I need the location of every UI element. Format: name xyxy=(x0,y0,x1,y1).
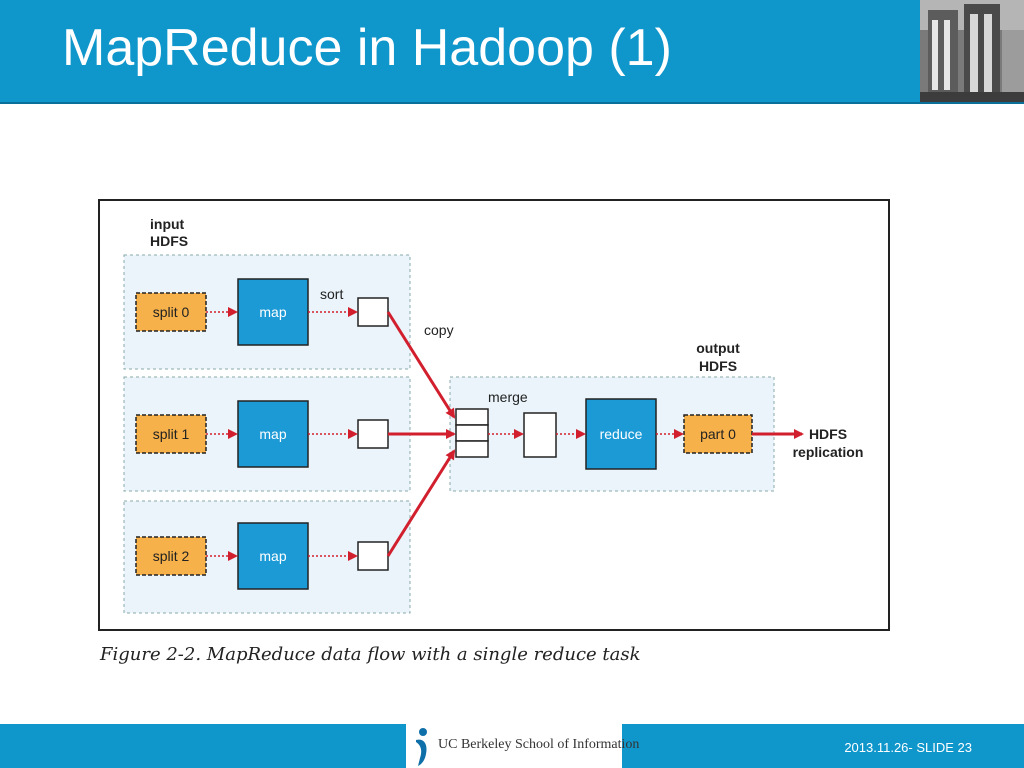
sort-output-box xyxy=(357,297,389,327)
campus-photo xyxy=(920,0,1024,102)
replication-label: replication xyxy=(793,444,864,460)
reduce-label: reduce xyxy=(600,426,643,442)
ischool-logo-icon xyxy=(416,728,427,766)
merge-input-box xyxy=(455,408,489,426)
split-box xyxy=(135,292,207,332)
mapreduce-diagram: input HDFS split 0 map sort split 1 map … xyxy=(123,216,864,614)
map-label: map xyxy=(259,548,286,564)
footer-logo-panel xyxy=(406,724,622,768)
sort-output-box xyxy=(357,419,389,449)
input-label: input xyxy=(150,216,185,232)
map-box xyxy=(237,278,309,346)
title-bar xyxy=(0,0,1024,102)
split-box xyxy=(135,536,207,576)
copy-arrow xyxy=(386,311,456,419)
split-label: split 2 xyxy=(153,548,190,564)
map-label: map xyxy=(259,426,286,442)
merged-box xyxy=(523,412,557,458)
sort-label: sort xyxy=(320,286,343,302)
footer-logo-text: UC Berkeley School of Information xyxy=(438,737,640,752)
merge-label: merge xyxy=(488,389,528,405)
map-label: map xyxy=(259,304,286,320)
merge-input-box xyxy=(455,424,489,442)
copy-arrow xyxy=(386,449,456,557)
split-label: split 1 xyxy=(153,426,190,442)
part-label: part 0 xyxy=(700,426,736,442)
split-label: split 0 xyxy=(153,304,190,320)
part-box xyxy=(683,414,753,454)
merge-input-box xyxy=(455,440,489,458)
header-divider xyxy=(0,102,1024,104)
map-box xyxy=(237,522,309,590)
sort-output-box xyxy=(357,541,389,571)
input-hdfs-label: HDFS xyxy=(150,233,188,249)
caption-prefix: Figure 2-2. xyxy=(100,644,202,665)
slide-number: 2013.11.26- SLIDE 23 xyxy=(844,740,972,755)
output-label: output xyxy=(696,340,740,356)
slide-title: MapReduce in Hadoop (1) xyxy=(62,19,672,77)
caption-text: MapReduce data flow with a single reduce… xyxy=(206,644,641,665)
copy-label: copy xyxy=(424,322,454,338)
output-hdfs-label: HDFS xyxy=(699,358,737,374)
hdfs-label: HDFS xyxy=(809,426,847,442)
reduce-box xyxy=(585,398,657,470)
figure-caption: Figure 2-2. MapReduce data flow with a s… xyxy=(100,644,641,665)
split-box xyxy=(135,414,207,454)
